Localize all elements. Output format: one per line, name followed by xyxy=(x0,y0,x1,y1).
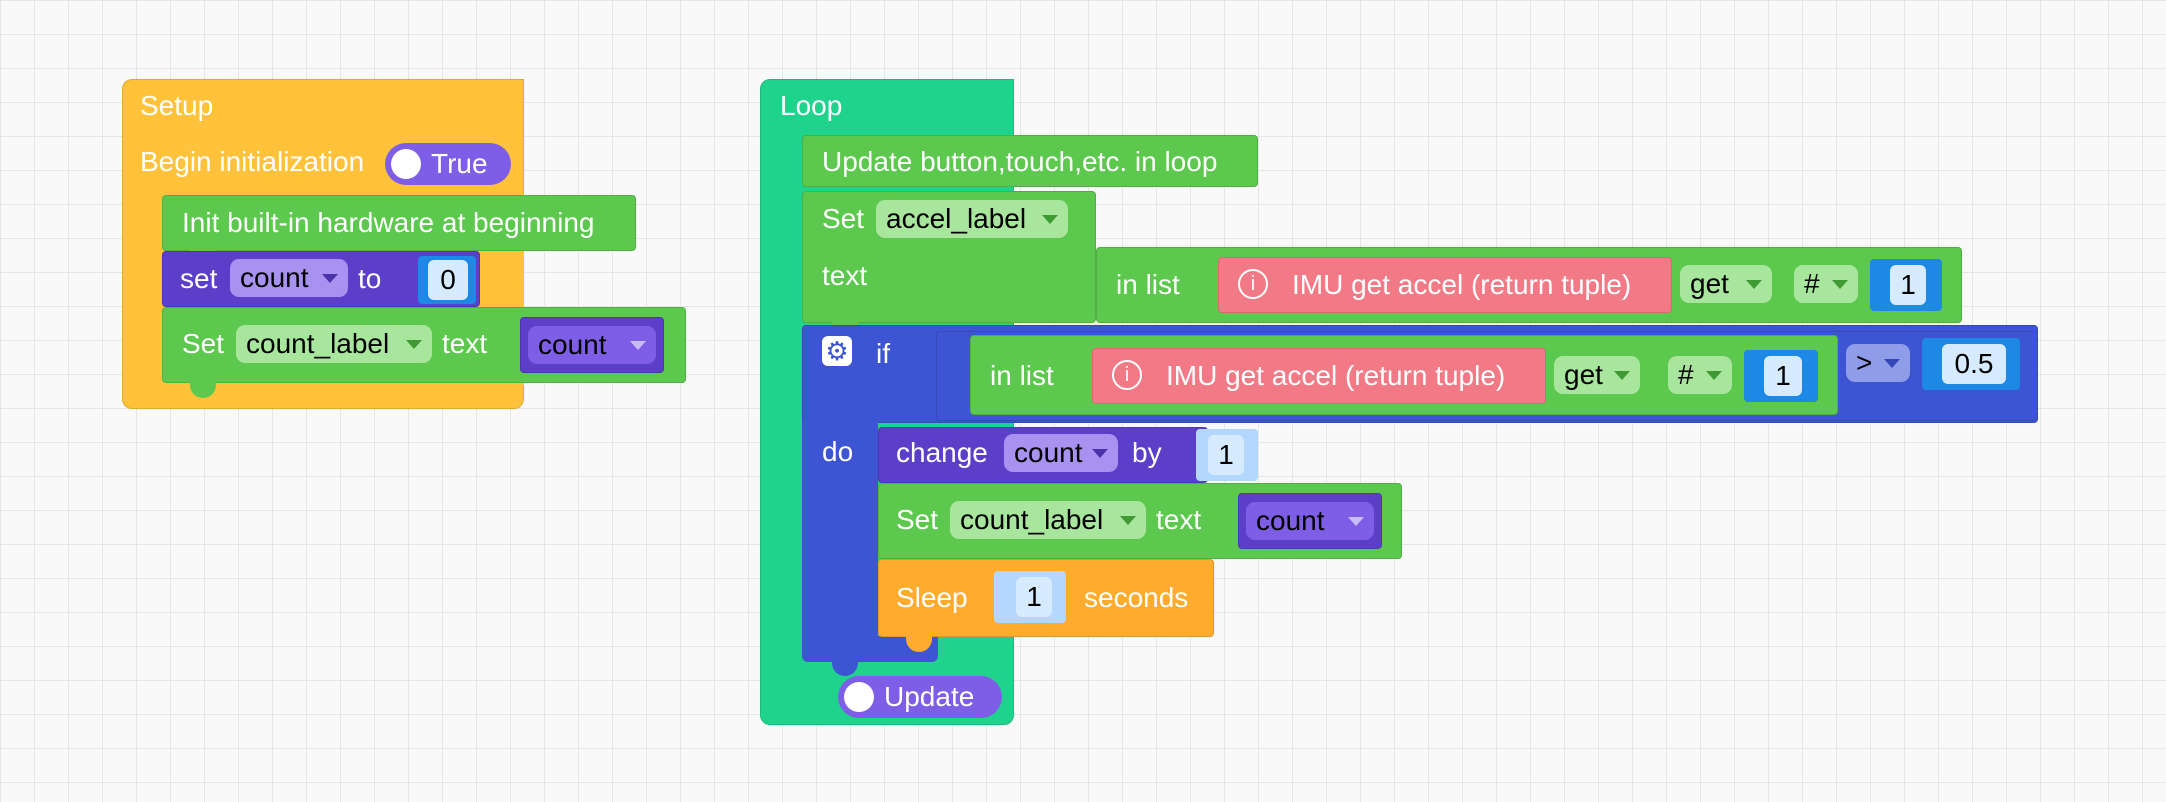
sleep-notch xyxy=(906,636,932,652)
update-toggle-label: Update xyxy=(884,681,975,712)
imu-accel-label-1: IMU get accel (return tuple) xyxy=(1292,269,1632,300)
setup-title: Setup xyxy=(140,90,214,121)
seconds-word: seconds xyxy=(1084,582,1189,613)
chevron-down-icon xyxy=(630,341,646,350)
set-label-text-word-2: text xyxy=(1156,504,1202,535)
imu-accel-block-1[interactable] xyxy=(1218,257,1672,313)
do-word: do xyxy=(822,436,854,467)
set-accel-word: Set xyxy=(822,203,865,234)
change-variable-name: count xyxy=(1014,437,1083,468)
update-toggle[interactable]: Update xyxy=(838,676,1002,718)
toggle-knob-icon xyxy=(391,149,421,179)
loop-title: Loop xyxy=(780,90,843,121)
change-value-input[interactable]: 1 xyxy=(1208,435,1244,475)
count-variable-name-2: count xyxy=(1256,505,1325,536)
toggle-knob-icon xyxy=(844,682,874,712)
set-accel-target-name: accel_label xyxy=(886,203,1027,234)
set-accel-target-dropdown[interactable]: accel_label xyxy=(876,200,1068,238)
set-label-word: Set xyxy=(182,328,225,359)
index-mode-label-2: # xyxy=(1678,359,1694,390)
by-word: by xyxy=(1132,437,1162,468)
set-label-target-name: count_label xyxy=(246,328,390,359)
set-label-target-dropdown[interactable]: count_label xyxy=(236,325,432,363)
to-word: to xyxy=(358,263,382,294)
compare-operator-dropdown[interactable]: > xyxy=(1846,344,1910,382)
begin-toggle-label: True xyxy=(431,148,488,179)
imu-accel-block-2[interactable] xyxy=(1092,348,1546,404)
chevron-down-icon xyxy=(322,274,338,283)
set-variable-name: count xyxy=(240,262,309,293)
init-hardware-label: Init built-in hardware at beginning xyxy=(182,207,595,238)
sleep-value-input[interactable]: 1 xyxy=(1016,577,1052,617)
set-label-target-dropdown-2[interactable]: count_label xyxy=(950,501,1146,539)
change-variable-dropdown[interactable]: count xyxy=(1004,434,1118,472)
set-label-text-word: text xyxy=(442,328,488,359)
count-variable-dropdown-2[interactable]: count xyxy=(1246,502,1374,540)
compare-operator-label: > xyxy=(1856,347,1873,378)
in-list-word-2: in list xyxy=(990,360,1054,391)
get-mode-label-2: get xyxy=(1564,359,1603,390)
index-input-2[interactable]: 1 xyxy=(1764,356,1802,396)
set-value-input[interactable]: 0 xyxy=(428,260,468,300)
if-bottom-notch xyxy=(832,660,858,676)
chevron-down-icon xyxy=(1092,449,1108,458)
count-variable-dropdown[interactable]: count xyxy=(528,326,656,364)
set-label-notch xyxy=(190,382,216,398)
chevron-down-icon xyxy=(1614,371,1630,380)
count-variable-name: count xyxy=(538,329,607,360)
update-buttons-label: Update button,touch,etc. in loop xyxy=(822,146,1218,177)
begin-toggle[interactable]: True xyxy=(385,143,511,185)
change-word: change xyxy=(896,437,988,468)
chevron-down-icon xyxy=(1706,371,1722,380)
chevron-down-icon xyxy=(1832,280,1848,289)
chevron-down-icon xyxy=(1746,280,1762,289)
index-input-1[interactable]: 1 xyxy=(1890,265,1926,305)
set-label-word-2: Set xyxy=(896,504,939,535)
update-buttons-block[interactable] xyxy=(802,135,1258,187)
if-do-arm xyxy=(802,420,878,640)
imu-accel-label-2: IMU get accel (return tuple) xyxy=(1166,360,1506,391)
init-hardware-block[interactable] xyxy=(162,195,636,251)
set-label-target-name-2: count_label xyxy=(960,504,1104,535)
info-icon[interactable]: i xyxy=(1112,360,1142,390)
in-list-word-1: in list xyxy=(1116,269,1180,300)
gear-icon[interactable]: ⚙ xyxy=(822,336,852,366)
sleep-word: Sleep xyxy=(896,582,968,613)
set-word: set xyxy=(180,263,218,294)
chevron-down-icon xyxy=(1348,517,1364,526)
set-variable-dropdown[interactable]: count xyxy=(230,259,348,297)
get-mode-label-1: get xyxy=(1690,268,1729,299)
compare-value-input[interactable]: 0.5 xyxy=(1942,344,2006,384)
set-accel-text-word: text xyxy=(822,260,868,291)
chevron-down-icon xyxy=(1884,359,1900,368)
if-word: if xyxy=(876,338,890,369)
get-mode-dropdown-2[interactable]: get xyxy=(1554,356,1640,394)
index-mode-label-1: # xyxy=(1804,268,1820,299)
chevron-down-icon xyxy=(1120,516,1136,525)
chevron-down-icon xyxy=(1042,215,1058,224)
info-icon[interactable]: i xyxy=(1238,269,1268,299)
index-mode-dropdown-2[interactable]: # xyxy=(1668,356,1732,394)
get-mode-dropdown-1[interactable]: get xyxy=(1680,265,1772,303)
chevron-down-icon xyxy=(406,340,422,349)
begin-initialization-label: Begin initialization xyxy=(140,146,365,177)
index-mode-dropdown-1[interactable]: # xyxy=(1794,265,1858,303)
